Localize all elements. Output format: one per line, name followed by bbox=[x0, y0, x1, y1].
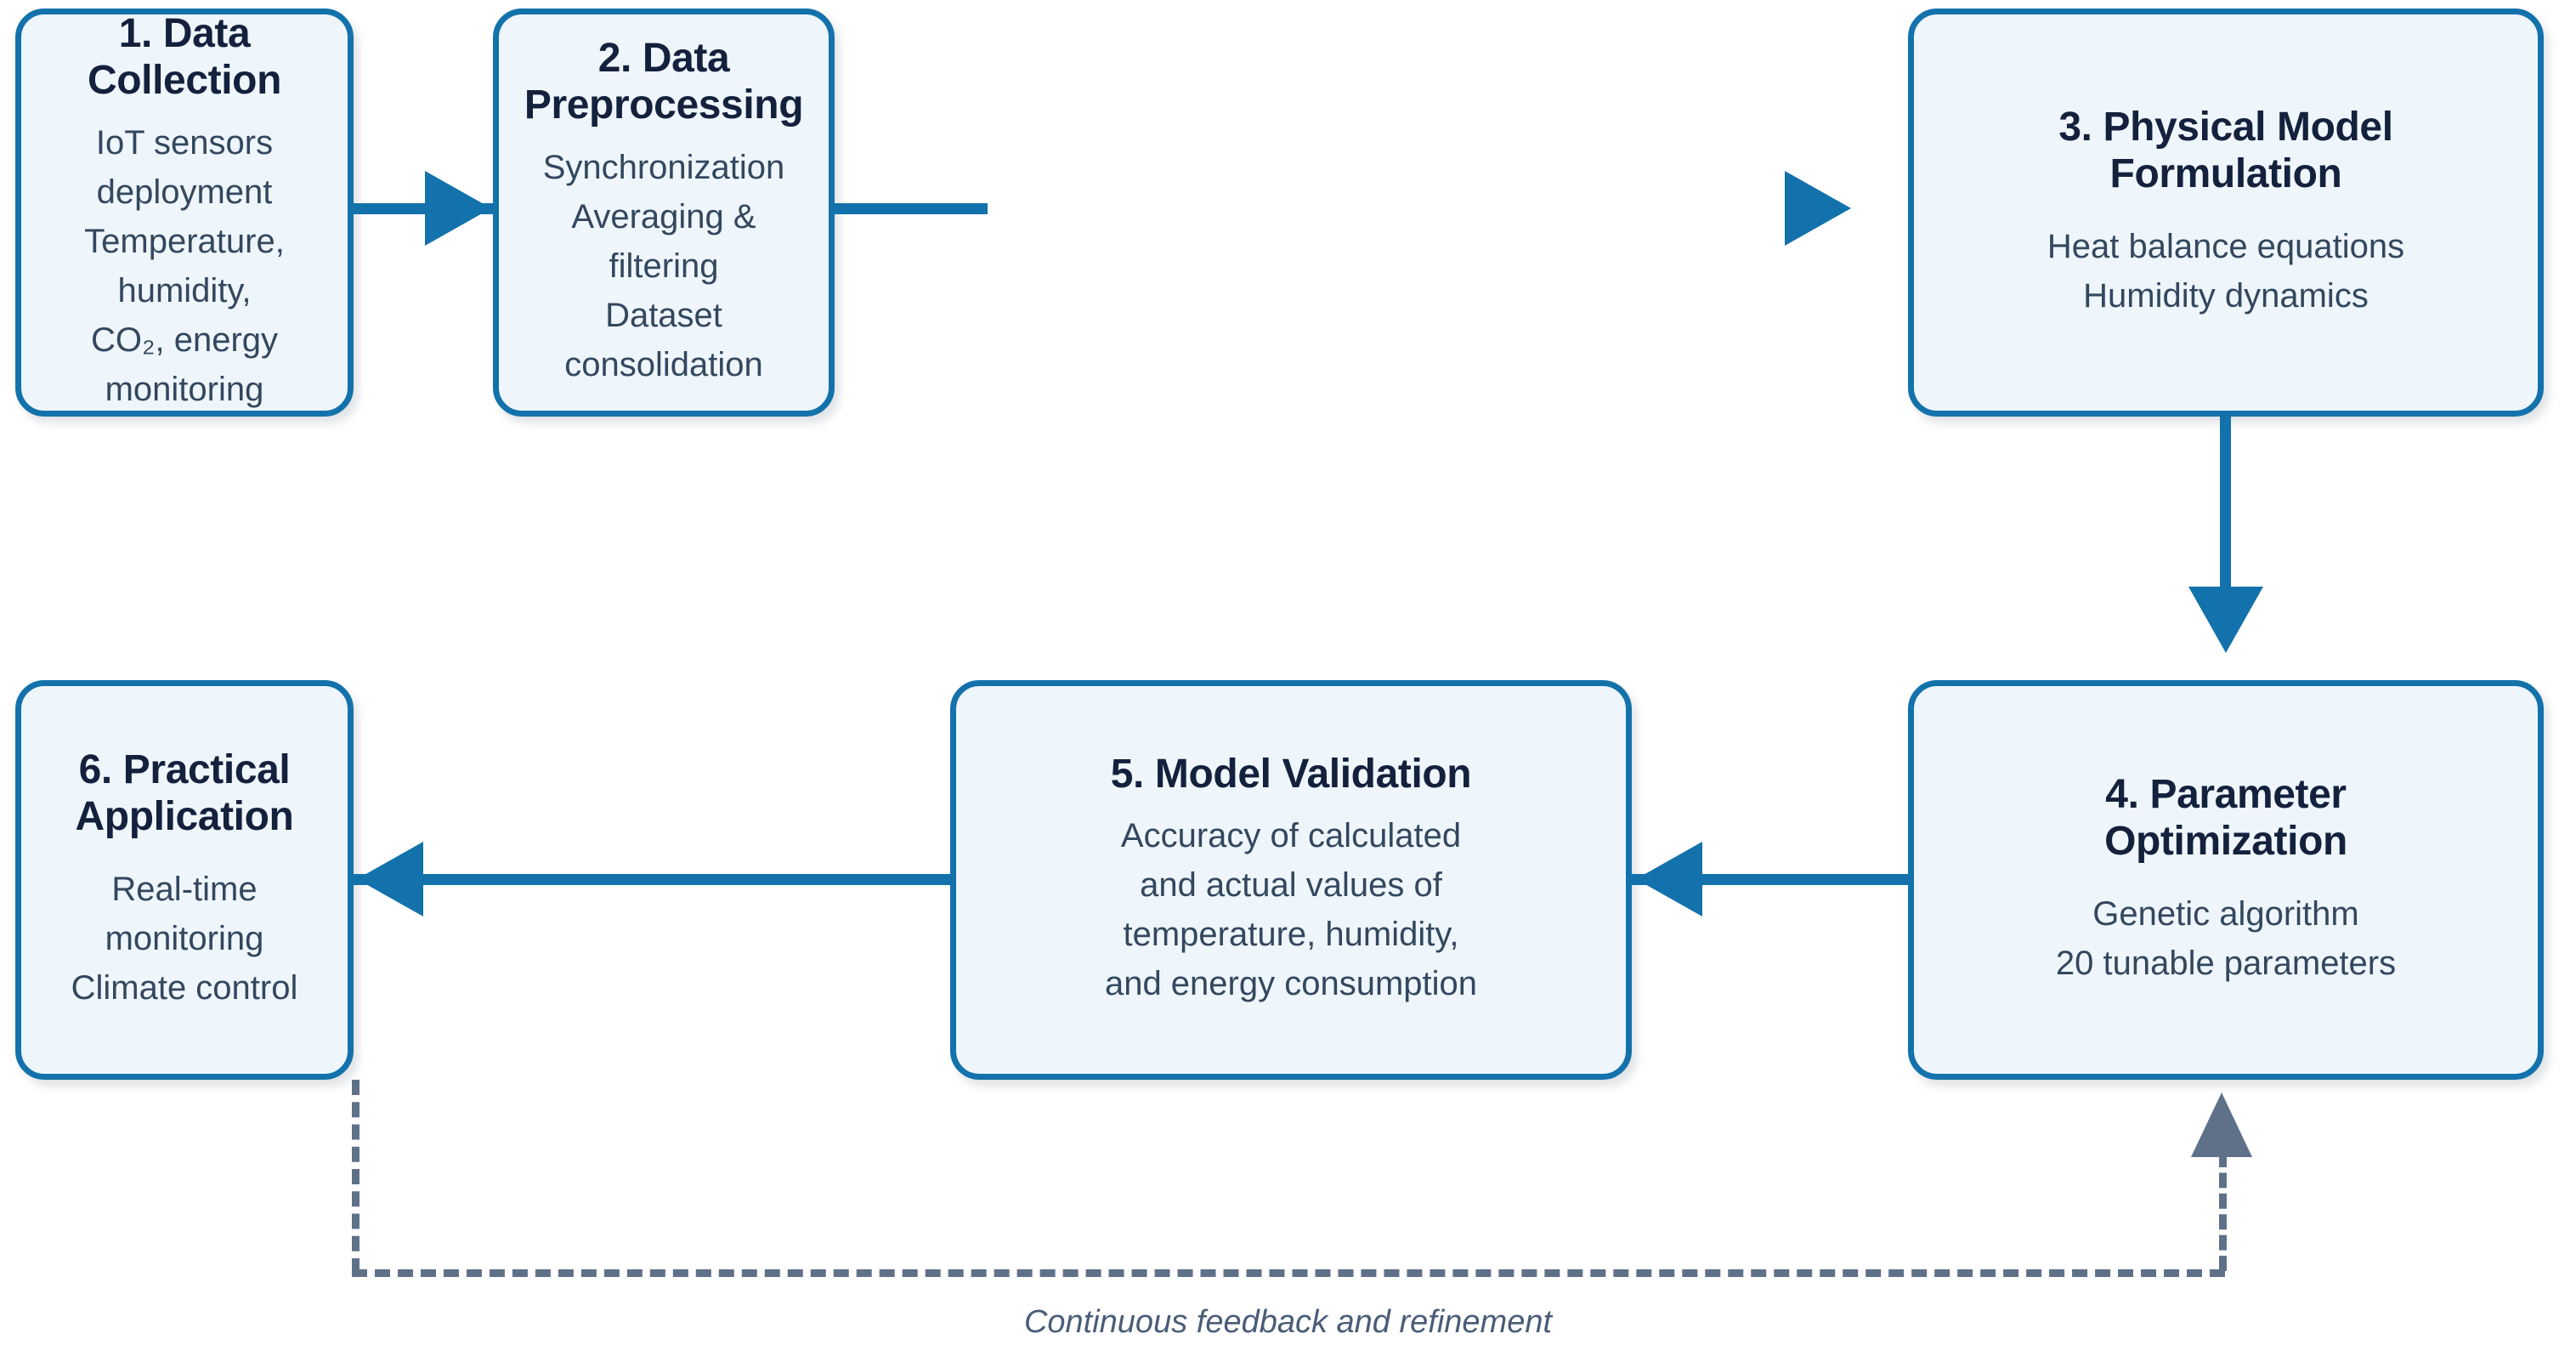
node-body: Accuracy of calculated and actual values… bbox=[1104, 817, 1478, 1003]
arrow-down-icon bbox=[2188, 587, 2263, 653]
node-model-validation[interactable]: 5. Model Validation Accuracy of calculat… bbox=[950, 680, 1632, 1080]
arrow-right-icon bbox=[425, 171, 491, 246]
node-title: 3. Physical Model Formulation bbox=[2058, 105, 2393, 196]
node-title: 2. Data Preprocessing bbox=[524, 36, 804, 128]
node-practical-application[interactable]: 6. Practical Application Real-time monit… bbox=[15, 680, 354, 1080]
node-title: 5. Model Validation bbox=[1110, 751, 1472, 797]
node-body: IoT sensors deployment Temperature, humi… bbox=[84, 123, 285, 408]
node-title: 4. Parameter Optimization bbox=[2104, 772, 2347, 864]
node-parameter-optimization[interactable]: 4. Parameter Optimization Genetic algori… bbox=[1908, 680, 2544, 1080]
node-title: 1. Data Collection bbox=[87, 11, 281, 103]
node-physical-model-formulation[interactable]: 3. Physical Model Formulation Heat balan… bbox=[1908, 9, 2544, 417]
node-title: 6. Practical Application bbox=[75, 747, 294, 839]
connector-line bbox=[354, 874, 954, 885]
arrow-left-icon bbox=[1636, 842, 1702, 917]
arrow-right-icon bbox=[1785, 171, 1851, 246]
feedback-line-horizontal bbox=[352, 1269, 2225, 1277]
node-body: Genetic algorithm 20 tunable parameters bbox=[2055, 894, 2397, 982]
feedback-line-vertical-left bbox=[352, 1080, 360, 1274]
feedback-caption: Continuous feedback and refinement bbox=[1023, 1304, 1553, 1340]
node-data-preprocessing[interactable]: 2. Data Preprocessing Synchronization Av… bbox=[493, 9, 835, 417]
node-data-collection[interactable]: 1. Data Collection IoT sensors deploymen… bbox=[15, 9, 354, 417]
feedback-line-vertical-right bbox=[2219, 1152, 2227, 1271]
node-body: Real-time monitoring Climate control bbox=[71, 870, 298, 1007]
connector-line bbox=[2220, 417, 2231, 621]
arrow-up-icon bbox=[2191, 1092, 2252, 1157]
arrow-left-icon bbox=[357, 842, 423, 917]
node-body: Synchronization Averaging & filtering Da… bbox=[542, 148, 785, 383]
node-body: Heat balance equations Humidity dynamics bbox=[2047, 227, 2405, 315]
connector-line bbox=[835, 203, 988, 214]
